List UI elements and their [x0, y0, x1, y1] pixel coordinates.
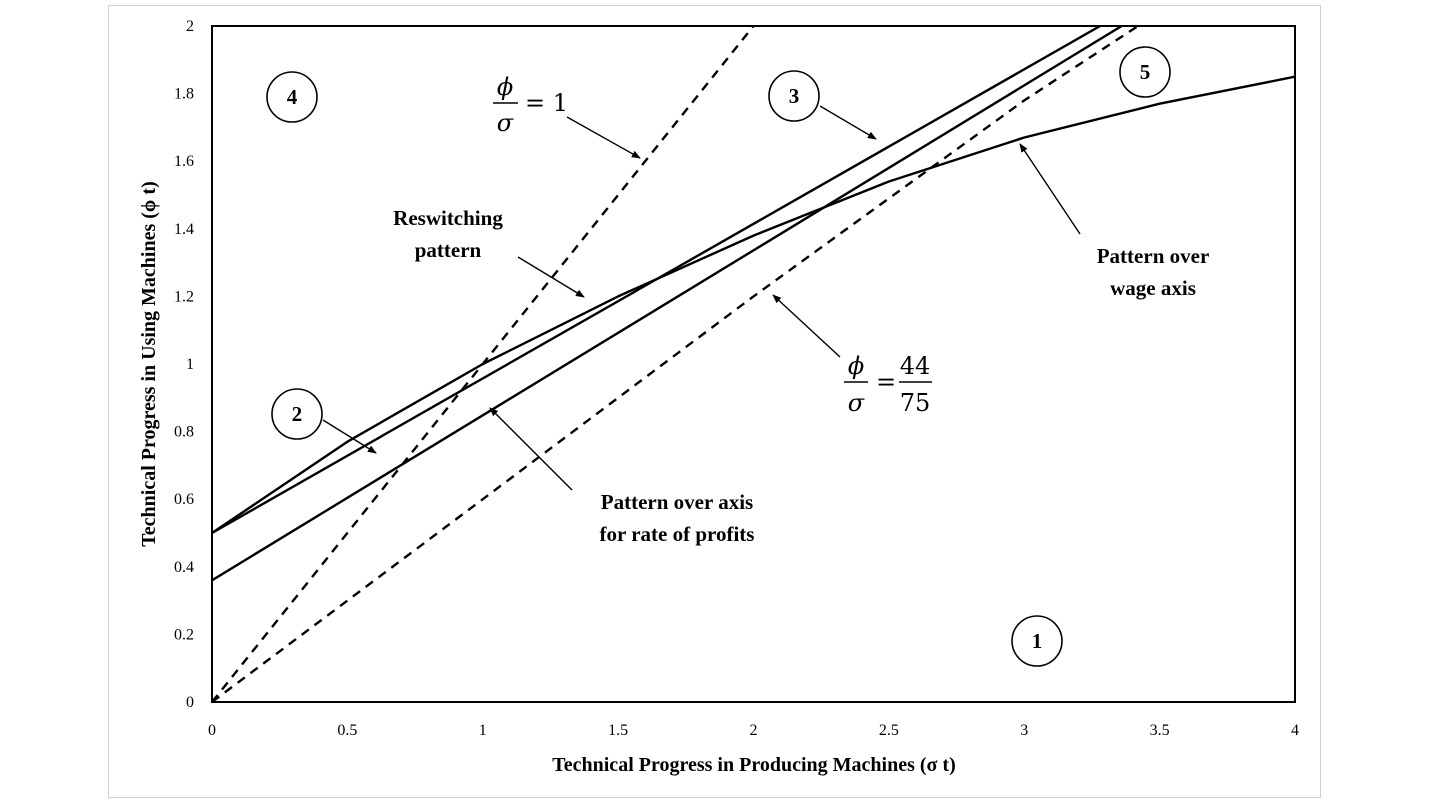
svg-text:= 1: = 1: [525, 89, 568, 117]
y-tick-label: 0.6: [174, 491, 194, 508]
svg-text:σ: σ: [848, 389, 865, 417]
arrow-profits-axis: [489, 407, 573, 491]
region-4-marker: 4: [266, 71, 318, 123]
plot-area-border: [211, 25, 1296, 703]
series-line-solid: [212, 75, 1295, 534]
x-tick-label: 0: [208, 722, 216, 739]
svg-text:44: 44: [900, 352, 931, 380]
svg-text:σ: σ: [497, 109, 514, 137]
y-tick-label: 0.8: [174, 424, 194, 441]
series-line-solid: [212, 26, 1123, 582]
region-5-marker: 5: [1119, 46, 1171, 98]
svg-text:2: 2: [292, 402, 303, 426]
svg-text:4: 4: [287, 85, 298, 109]
reswitching-label-line-2: pattern: [415, 238, 482, 262]
y-tick-label: 2: [186, 18, 194, 35]
chart-frame: [108, 5, 1321, 798]
region-1-marker: 1: [1011, 615, 1063, 667]
svg-text:75: 75: [900, 389, 931, 417]
x-tick-label: 1.5: [608, 722, 628, 739]
svg-text:5: 5: [1140, 60, 1151, 84]
x-tick-label: 2: [750, 722, 758, 739]
arrow-reswitching: [517, 256, 585, 298]
wage-axis-label-line-1: Pattern over: [1097, 244, 1210, 268]
x-tick-label: 0.5: [337, 722, 357, 739]
ratio-one-label: ϕ σ = 1: [493, 73, 568, 137]
svg-text:ϕ: ϕ: [497, 73, 513, 101]
y-tick-label: 0.4: [174, 559, 194, 576]
profits-axis-label-line-1: Pattern over axis: [601, 490, 753, 514]
arrow-ratio-44-75: [772, 294, 841, 358]
y-tick-label: 1.6: [174, 153, 194, 170]
x-tick-label: 1: [479, 722, 487, 739]
series-line-dashed: [212, 26, 755, 702]
series-line-dashed: [212, 26, 1139, 702]
x-tick-label: 4: [1291, 722, 1299, 739]
y-tick-label: 0.2: [174, 626, 194, 643]
y-tick-label: 1.8: [174, 86, 194, 103]
x-axis-title: Technical Progress in Producing Machines…: [552, 754, 955, 776]
y-tick-label: 1.4: [174, 221, 194, 238]
svg-text:1: 1: [1032, 629, 1043, 653]
reswitching-label-line-1: Reswitching: [393, 206, 503, 230]
region-3-marker: 3: [768, 70, 820, 122]
svg-text:3: 3: [789, 84, 800, 108]
arrow-region-3: [819, 105, 877, 140]
x-tick-label: 3.5: [1150, 722, 1170, 739]
arrow-region-2: [322, 419, 377, 454]
ratio-44-75-label: ϕ σ = 44 75: [844, 352, 932, 417]
region-2-marker: 2: [271, 388, 323, 440]
wage-axis-label-line-2: wage axis: [1110, 276, 1196, 300]
x-tick-label: 3: [1020, 722, 1028, 739]
arrow-ratio-one: [566, 116, 641, 159]
svg-text:=: =: [876, 368, 896, 396]
svg-text:ϕ: ϕ: [848, 352, 864, 380]
arrow-wage-axis: [1019, 143, 1081, 235]
y-tick-label: 1.2: [174, 288, 194, 305]
profits-axis-label-line-2: for rate of profits: [600, 522, 755, 546]
y-tick-label: 0: [186, 694, 194, 711]
y-tick-label: 1: [186, 356, 194, 373]
y-axis-title: Technical Progress in Using Machines (ϕ …: [138, 181, 160, 546]
x-tick-label: 2.5: [879, 722, 899, 739]
